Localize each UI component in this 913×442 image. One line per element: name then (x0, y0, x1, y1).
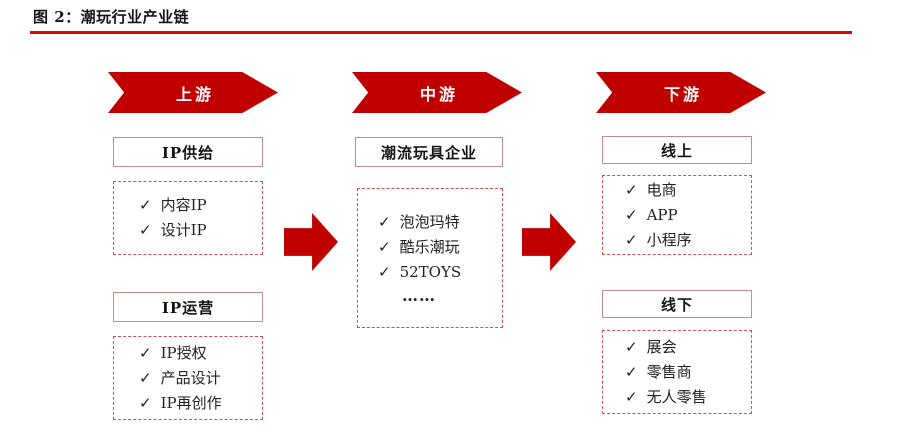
list-item-label: 产品设计 (160, 368, 221, 387)
list-item-label: 小程序 (646, 230, 692, 249)
list-item: ✓ 展会 (625, 335, 751, 360)
list-item: ✓ 无人零售 (625, 385, 751, 410)
header-box-ip-operation: IP运营 (113, 292, 263, 322)
list-item: ✓ 酷乐潮玩 (378, 235, 502, 260)
list-box-ip-operation: ✓ IP授权 ✓ 产品设计 ✓ IP再创作 (113, 336, 263, 420)
list-item: ✓ IP再创作 (139, 391, 262, 416)
list-item-label: 内容IP (160, 196, 207, 214)
list-item: ✓ 内容IP (139, 193, 262, 218)
list-item-label: APP (646, 205, 678, 224)
header-box-online: 线上 (602, 136, 752, 164)
banner-upstream: 上游 (108, 72, 278, 113)
list-item-label: 酷乐潮玩 (399, 237, 460, 256)
check-icon: ✓ (139, 221, 152, 239)
list-item-label: 电商 (646, 180, 677, 199)
header-box-ip-supply: IP供给 (113, 137, 263, 167)
banner-midstream: 中游 (352, 72, 522, 113)
right-arrow-icon (284, 213, 338, 271)
list-box-ip-supply: ✓ 内容IP ✓ 设计IP (113, 181, 263, 255)
list-box-offline: ✓ 展会 ✓ 零售商 ✓ 无人零售 (602, 330, 752, 414)
list-item: ✓ 产品设计 (139, 366, 262, 391)
check-icon: ✓ (378, 262, 391, 281)
check-icon: ✓ (625, 205, 638, 224)
list-item-label: 展会 (646, 337, 677, 356)
right-arrow-icon (522, 213, 576, 271)
list-item-label: 无人零售 (646, 387, 707, 406)
check-icon: ✓ (378, 212, 391, 231)
check-icon: ✓ (139, 368, 152, 387)
list-item: ✓ 零售商 (625, 360, 751, 385)
list-item: ✓ 小程序 (625, 228, 751, 253)
check-icon: ✓ (625, 230, 638, 249)
list-item-label: IP再创作 (160, 393, 222, 412)
banner-midstream-label: 中游 (419, 84, 458, 104)
check-icon: ✓ (139, 196, 152, 214)
title-underline (30, 31, 852, 34)
check-icon: ✓ (625, 362, 638, 381)
check-icon: ✓ (139, 343, 152, 362)
header-box-toy-companies: 潮流玩具企业 (355, 137, 503, 167)
list-box-toy-companies: ✓ 泡泡玛特 ✓ 酷乐潮玩 ✓ 52TOYS …… (357, 188, 503, 328)
check-icon: ✓ (378, 237, 391, 256)
list-item: ✓ 电商 (625, 178, 751, 203)
list-item: ✓ 泡泡玛特 (378, 210, 502, 235)
list-item-label: IP授权 (160, 343, 207, 362)
check-icon: ✓ (625, 180, 638, 199)
list-item: ✓ IP授权 (139, 341, 262, 366)
list-item: ✓ APP (625, 203, 751, 228)
list-box-online: ✓ 电商 ✓ APP ✓ 小程序 (602, 175, 752, 255)
header-box-offline: 线下 (602, 290, 752, 318)
ellipsis-text: …… (402, 285, 436, 305)
check-icon: ✓ (139, 393, 152, 412)
list-item-label: 52TOYS (399, 262, 462, 281)
list-item-label: 泡泡玛特 (399, 212, 460, 231)
check-icon: ✓ (625, 387, 638, 406)
list-item: ✓ 52TOYS (378, 260, 502, 285)
banner-upstream-label: 上游 (175, 84, 214, 104)
list-item-label: 零售商 (646, 362, 692, 381)
banner-downstream-label: 下游 (663, 84, 702, 104)
figure-title: 图 2：潮玩行业产业链 (33, 8, 190, 26)
list-item-label: 设计IP (160, 221, 207, 239)
list-item: ✓ 设计IP (139, 218, 262, 243)
banner-downstream: 下游 (596, 72, 766, 113)
check-icon: ✓ (625, 337, 638, 356)
